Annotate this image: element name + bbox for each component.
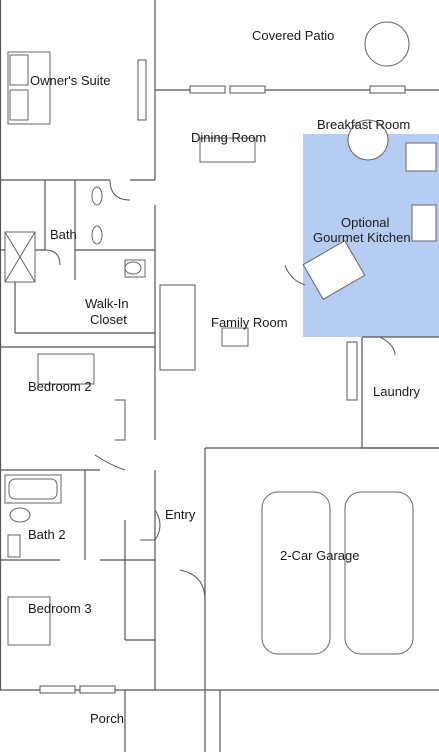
- entry-label: Entry: [165, 507, 196, 522]
- optional-kitchen-label-2: Gourmet Kitchen: [313, 230, 411, 245]
- garage-label: 2-Car Garage: [280, 548, 360, 563]
- dining-room-label: Dining Room: [191, 130, 267, 145]
- breakfast-room-label: Breakfast Room: [317, 117, 411, 132]
- door-swings: [44, 179, 396, 601]
- owners-suite-label: Owner's Suite: [30, 73, 111, 88]
- optional-kitchen-label-1: Optional: [341, 215, 390, 230]
- family-room-label: Family Room: [211, 315, 288, 330]
- bath-label: Bath: [50, 227, 77, 242]
- bath-2-label: Bath 2: [28, 527, 66, 542]
- porch-label: Porch: [90, 711, 124, 726]
- covered-patio-label: Covered Patio: [252, 28, 335, 43]
- windows: [39, 59, 406, 694]
- walk-in-label-1: Walk-In: [85, 296, 129, 311]
- fixtures: [4, 21, 437, 655]
- bedroom-2-label: Bedroom 2: [28, 379, 92, 394]
- walk-in-label-2: Closet: [90, 312, 127, 327]
- bedroom-3-label: Bedroom 3: [28, 601, 92, 616]
- laundry-label: Laundry: [373, 384, 420, 399]
